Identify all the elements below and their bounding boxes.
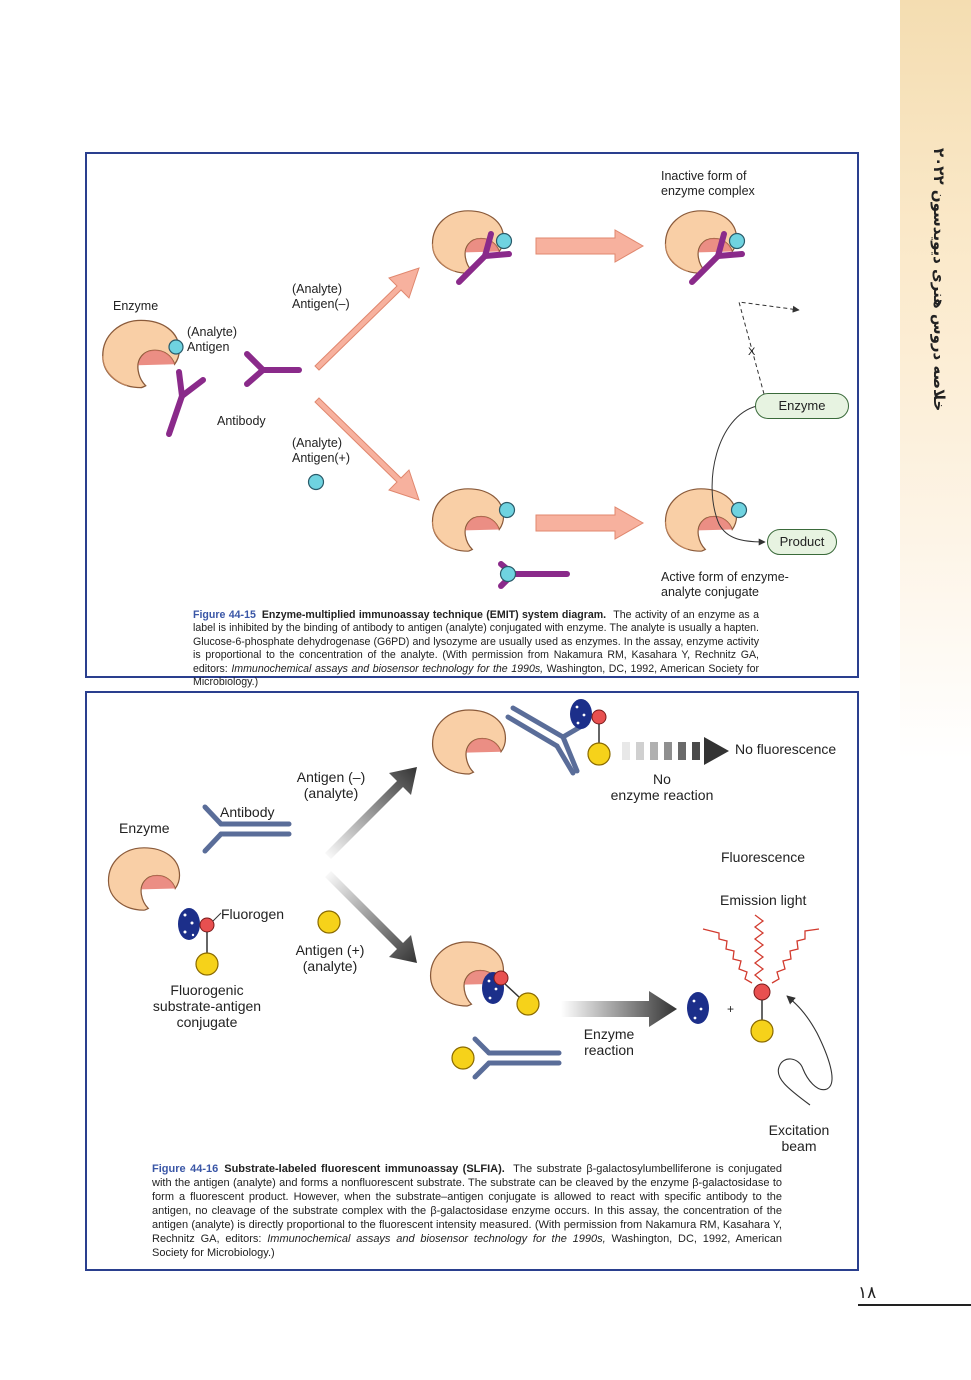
label-fluorescence: Fluorescence: [721, 849, 806, 865]
antibody-bound-top: [456, 231, 512, 285]
figure-44-15-panel: Enzyme (Analyte) Antigen Antibody (Analy…: [85, 152, 859, 688]
enzyme-top-2: [431, 709, 507, 775]
enzyme-inactive: [664, 210, 738, 274]
page-number: ۱۸: [858, 1283, 877, 1303]
label-antigen-plus-2: Antigen(+): [292, 451, 351, 465]
antibody-y-purple-1: [166, 369, 206, 437]
label-inactive-2: enzyme complex: [661, 184, 755, 198]
label-antigen-minus-1: (Analyte): [292, 282, 343, 296]
label-no-reaction-1: No: [653, 771, 671, 787]
caption-figure-number: Figure 44-15: [193, 609, 256, 621]
label-enzyme-reaction-2: reaction: [584, 1042, 634, 1058]
analyte-antigen-dot: [168, 339, 184, 355]
arrow-up-branch: [314, 267, 420, 371]
side-decor-strip: [900, 0, 971, 760]
fluorogen-pointer: [212, 912, 222, 922]
antibody-slate-bottom: [472, 1036, 562, 1080]
label-active-1: Active form of enzyme-: [661, 570, 789, 584]
arrow-down-gradient: [325, 871, 417, 963]
label-antibody: Antibody: [217, 414, 266, 428]
slfia-diagram: [107, 699, 833, 1106]
antibody-slate-1: [202, 804, 292, 854]
page-number-rule: [858, 1304, 971, 1306]
enzyme-left: [107, 847, 181, 911]
caption-title: Enzyme-multiplied immunoassay technique …: [261, 609, 607, 621]
blocked-path-dashed: [738, 301, 800, 395]
fluorescent-product: [750, 983, 774, 1043]
caption-end: Washington, DC, 1992, American Society f…: [193, 662, 759, 689]
enzyme-top: [431, 210, 505, 274]
figure-44-16-caption: Figure 44-16 Substrate-labeled fluorescen…: [152, 1162, 782, 1260]
antibody-y-purple-2: [244, 351, 302, 387]
label-conjugate-3: conjugate: [176, 1014, 238, 1030]
antibody-bound-inactive: [689, 231, 745, 285]
arrow-right-top: [535, 229, 645, 263]
label-active-2: analyte conjugate: [661, 585, 759, 599]
label-antigen-minus-2a: Antigen (–): [296, 769, 366, 785]
caption-body: The activity of an enzyme as a label is …: [193, 609, 759, 675]
figure-44-16-panel: Enzyme Antibody Fluorogen Fluorogenic su…: [85, 691, 859, 1271]
label-emission: Emission light: [720, 892, 807, 908]
label-enzyme: Enzyme: [113, 299, 159, 313]
product-pill: Product: [767, 529, 837, 555]
label-enzyme-2: Enzyme: [119, 820, 170, 836]
antigen-plus-yellow: [317, 910, 341, 934]
book-title: خلاصه دروس هنری دیویدسون ۲۰۲۲: [930, 148, 948, 412]
fluorogen-product: [687, 992, 709, 1024]
antigen-active: [730, 501, 748, 519]
enzyme-reaction-curve: [711, 405, 766, 546]
label-antigen-minus-2: Antigen(–): [292, 297, 350, 311]
label-excitation-1: Excitation: [768, 1122, 830, 1138]
label-conjugate-1: Fluorogenic: [170, 982, 244, 998]
excitation-beam: [777, 995, 833, 1106]
antigen-on-antibody: [499, 565, 517, 583]
label-antibody-2: Antibody: [220, 804, 275, 820]
conjugate-on-enzyme: [482, 970, 540, 1016]
antigen-on-antibody-bottom: [451, 1046, 475, 1070]
caption-book-title: Immunochemical assays and biosensor tech…: [231, 662, 544, 675]
label-analyte-antigen-1: (Analyte): [187, 325, 238, 339]
antigen-inactive: [728, 232, 746, 250]
conjugate-on-antibody: [570, 699, 611, 766]
label-fluorogen: Fluorogen: [221, 906, 285, 922]
enzyme-shape: [102, 319, 180, 389]
enzyme-active: [664, 488, 738, 552]
caption2-book-title: Immunochemical assays and biosensor tech…: [267, 1233, 606, 1245]
enzyme-bottom: [431, 488, 505, 552]
emit-diagram: [102, 210, 800, 589]
caption2-end: Washington, DC, 1992, American Society f…: [152, 1233, 782, 1259]
caption2-figure-number: Figure 44-16: [152, 1163, 219, 1175]
antigen-top: [495, 232, 513, 250]
arrow-right-bottom: [535, 506, 645, 540]
label-antigen-minus-2b: (analyte): [303, 785, 359, 801]
arrow-up-gradient: [325, 767, 417, 859]
label-antigen-plus-2a: Antigen (+): [295, 942, 365, 958]
no-fluorescence-arrow: [622, 737, 729, 765]
label-antigen-plus-1: (Analyte): [292, 436, 343, 450]
enzyme-pill: Enzyme: [755, 393, 849, 419]
label-x-blocked: X: [748, 346, 756, 358]
fluorogen-conjugate: [178, 908, 219, 976]
label-conjugate-2: substrate-antigen: [152, 998, 262, 1014]
label-no-fluorescence: No fluorescence: [735, 741, 837, 757]
label-plus: +: [727, 1002, 735, 1016]
label-antigen-plus-2b: (analyte): [302, 958, 358, 974]
enzyme-reaction-arrow: [561, 991, 677, 1027]
emission-light-waves: [702, 914, 820, 984]
caption2-title: Substrate-labeled fluorescent immunoassa…: [224, 1163, 505, 1175]
label-excitation-2: beam: [781, 1138, 817, 1154]
antigen-plus-dot: [307, 473, 325, 491]
label-analyte-antigen-2: Antigen: [187, 340, 230, 354]
figure-44-15-caption: Figure 44-15 Enzyme-multiplied immunoassa…: [193, 609, 759, 689]
label-inactive-1: Inactive form of: [661, 169, 747, 183]
label-enzyme-reaction-1: Enzyme: [583, 1026, 635, 1042]
antigen-bottom: [498, 501, 516, 519]
caption2-body: The substrate β-galactosylumbelliferone …: [152, 1163, 783, 1245]
label-no-reaction-2: enzyme reaction: [610, 787, 714, 803]
arrow-down-branch: [314, 397, 420, 501]
